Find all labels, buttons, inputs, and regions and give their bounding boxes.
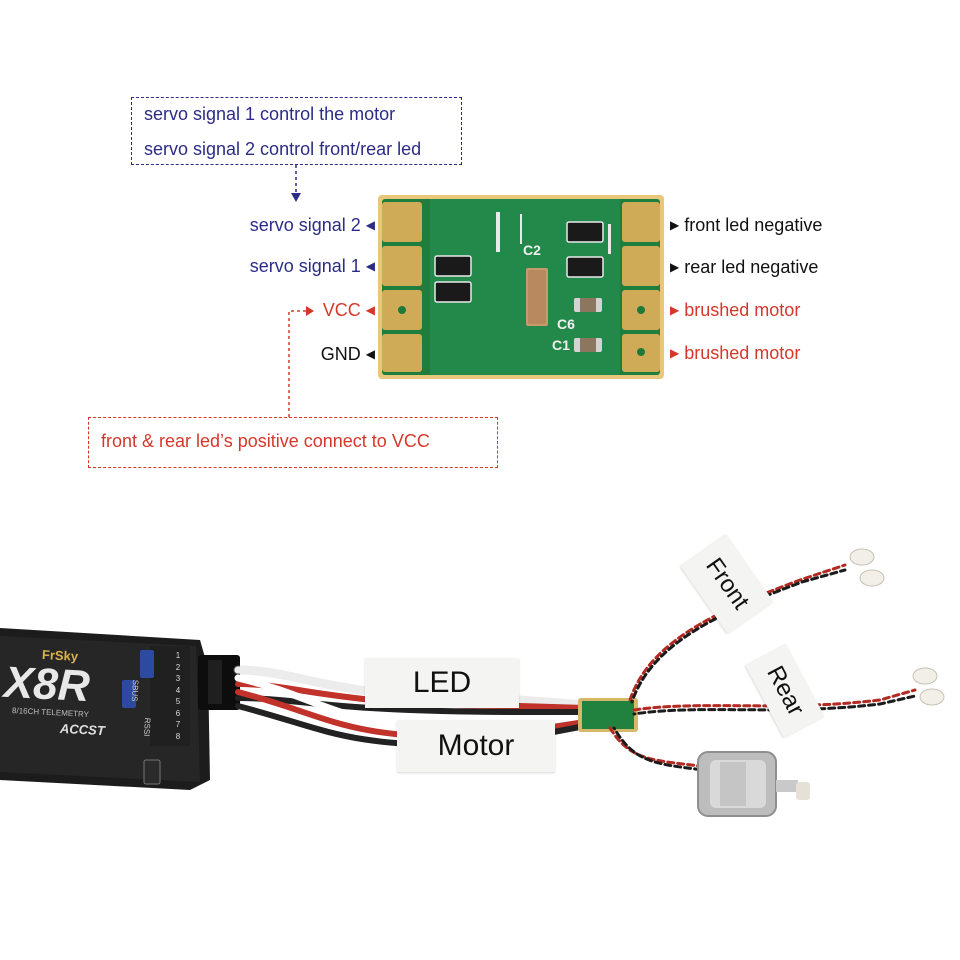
- channel-number: 8: [175, 731, 181, 741]
- arrow-left-icon: ◀: [365, 347, 375, 361]
- arrow-left-icon: ◀: [365, 218, 375, 232]
- pin-label-servo-signal-2: servo signal 2 ◀: [200, 215, 375, 235]
- front-leds: [849, 548, 885, 587]
- controller-module-photo: [578, 698, 638, 732]
- channel-number: 6: [175, 708, 181, 718]
- tag-led-text: LED: [412, 666, 472, 699]
- receiver-rssi: RSSI: [142, 717, 152, 737]
- arrow-right-icon: ▶: [670, 346, 680, 360]
- signal-note-box: servo signal 1 control the motor servo s…: [131, 97, 462, 165]
- pin-label-rear-led-negative: ▶ rear led negative: [670, 257, 818, 277]
- pin-label-servo-signal-1: servo signal 1 ◀: [200, 256, 375, 276]
- channel-number: 4: [175, 685, 181, 695]
- receiver-model: X8R: [2, 657, 91, 712]
- receiver-x8r: [0, 628, 240, 790]
- pad-gnd: [382, 334, 422, 372]
- tag-motor: Motor: [397, 720, 555, 772]
- rear-leds: [912, 667, 945, 706]
- pad-front-led-negative: [622, 202, 660, 242]
- arrow-right-icon: ▶: [670, 218, 680, 232]
- signal-note-line-2: servo signal 2 control front/rear led: [144, 139, 422, 159]
- pin-label-text: GND: [320, 344, 361, 364]
- tag-led: LED: [365, 658, 519, 708]
- channel-number: 7: [175, 720, 181, 729]
- arrow-right-icon: ▶: [670, 260, 680, 274]
- arrow-left-icon: ◀: [365, 303, 375, 317]
- silkscreen-c1: C1: [552, 337, 570, 353]
- pin-label-gnd: GND ◀: [270, 344, 375, 364]
- arrow-right-icon: ▶: [670, 303, 680, 317]
- pin-label-brushed-motor-1: ▶ brushed motor: [670, 300, 800, 320]
- receiver-sbus: SBUS: [129, 679, 140, 702]
- channel-number: 1: [175, 651, 181, 660]
- pin-label-text: servo signal 1: [249, 256, 361, 276]
- power-note-connector: [288, 306, 314, 417]
- pin-label-text: rear led negative: [684, 257, 819, 277]
- tag-motor-text: Motor: [437, 729, 515, 762]
- power-note-box: front & rear led’s positive connect to V…: [88, 417, 498, 468]
- receiver-channel-numbers: 1 2 3 4 5 6 7 8: [172, 650, 184, 742]
- receiver-logo: ACCST: [59, 720, 106, 739]
- pin-label-text: servo signal 2: [249, 215, 361, 235]
- silkscreen-c2: C2: [523, 242, 541, 258]
- pcb-board: [378, 195, 664, 379]
- signal-note-connector: [291, 165, 301, 202]
- tag-front-text: Front: [700, 553, 755, 615]
- pin-label-text: front led negative: [684, 215, 823, 235]
- pad-servo-signal-2: [382, 202, 422, 242]
- brushed-motor-photo: [697, 751, 810, 817]
- pin-label-front-led-negative: ▶ front led negative: [670, 215, 822, 235]
- signal-note-line-1: servo signal 1 control the motor: [144, 104, 396, 124]
- arrow-left-icon: ◀: [365, 259, 375, 273]
- led-motor-leads: [608, 563, 917, 772]
- pad-rear-led-negative: [622, 246, 660, 286]
- pin-label-vcc: VCC ◀: [270, 300, 375, 320]
- silkscreen-c6: C6: [557, 316, 575, 332]
- power-note-text: front & rear led’s positive connect to V…: [101, 431, 430, 451]
- pin-label-brushed-motor-2: ▶ brushed motor: [670, 343, 800, 363]
- channel-number: 5: [175, 697, 181, 706]
- pad-servo-signal-1: [382, 246, 422, 286]
- channel-number: 2: [175, 662, 181, 672]
- channel-number: 3: [175, 674, 181, 683]
- pin-label-text: VCC: [322, 300, 361, 320]
- pin-label-text: brushed motor: [684, 343, 801, 363]
- pin-label-text: brushed motor: [684, 300, 801, 320]
